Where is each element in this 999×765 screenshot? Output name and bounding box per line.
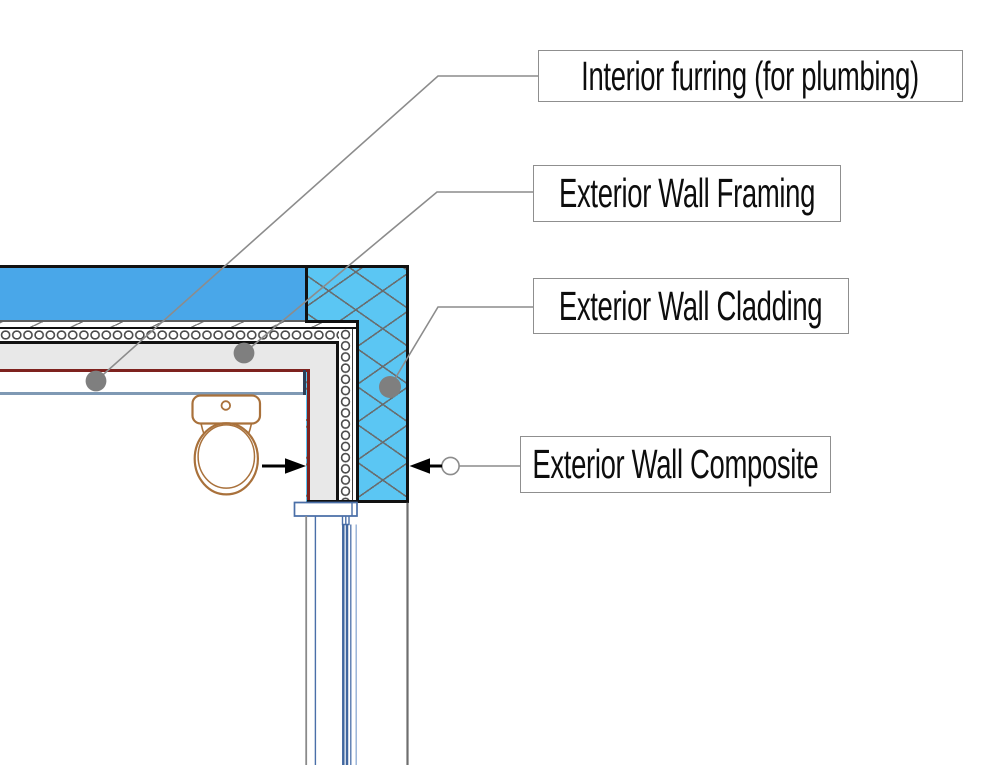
wall-bottom-edge	[306, 499, 409, 503]
barrier-line-vertical	[306, 372, 310, 500]
toilet-bowl-inner	[197, 424, 256, 489]
callout-text: Exterior Wall Cladding	[559, 282, 823, 329]
interior-finish-line	[0, 392, 303, 396]
toilet-bowl-outer	[193, 422, 259, 496]
composite-reference-circle	[441, 456, 460, 476]
arrow-interior-face	[285, 458, 306, 474]
cladding-band-horizontal	[0, 268, 306, 321]
insulation-border-top	[0, 326, 357, 329]
framing-border-vertical	[336, 344, 339, 500]
callout-box-exterior-wall-framing: Exterior Wall Framing	[533, 165, 841, 222]
leader-line-interior-furring	[95, 75, 538, 382]
callout-text: Exterior Wall Composite	[532, 441, 819, 487]
cladding-corner-joint-line	[304, 266, 308, 323]
leader-dot-interior-furring	[85, 370, 107, 392]
furring-end-cap	[302, 370, 306, 396]
arrow-exterior-face	[409, 458, 430, 474]
toilet-flush-button	[220, 400, 232, 411]
insulation-band-vertical	[338, 328, 352, 500]
leader-dot-framing	[233, 342, 255, 364]
leader-line-framing	[243, 191, 533, 354]
window-mullion-teeth	[341, 516, 350, 526]
framing-band-vertical	[309, 344, 336, 500]
leader-dot-cladding	[379, 376, 401, 398]
framing-band-horizontal	[0, 344, 336, 369]
wall-exterior-edge	[405, 265, 409, 503]
corner-edge-line	[304, 320, 359, 323]
callout-text: Exterior Wall Framing	[559, 170, 816, 216]
insulation-border-right	[352, 328, 354, 500]
insulation-band-horizontal	[0, 328, 352, 341]
cladding-inner-edge	[356, 320, 359, 503]
window-head-frame	[293, 501, 358, 517]
wall-top-edge	[0, 265, 409, 269]
insulation-border-bottom	[0, 341, 339, 345]
sheathing-strip-corner	[350, 322, 357, 327]
leader-line-cladding	[389, 306, 533, 388]
sheathing-strip-horizontal	[0, 321, 352, 327]
furring-band	[0, 372, 303, 392]
callout-box-exterior-wall-cladding: Exterior Wall Cladding	[533, 278, 849, 334]
barrier-line-horizontal	[0, 369, 310, 372]
sheathing-strip-vertical	[353, 328, 357, 500]
sheathing-strip-top-edge	[0, 320, 306, 322]
callout-box-interior-furring: Interior furring (for plumbing)	[538, 50, 963, 102]
callout-box-exterior-wall-composite: Exterior Wall Composite	[520, 436, 831, 493]
callout-text: Interior furring (for plumbing)	[581, 52, 920, 99]
